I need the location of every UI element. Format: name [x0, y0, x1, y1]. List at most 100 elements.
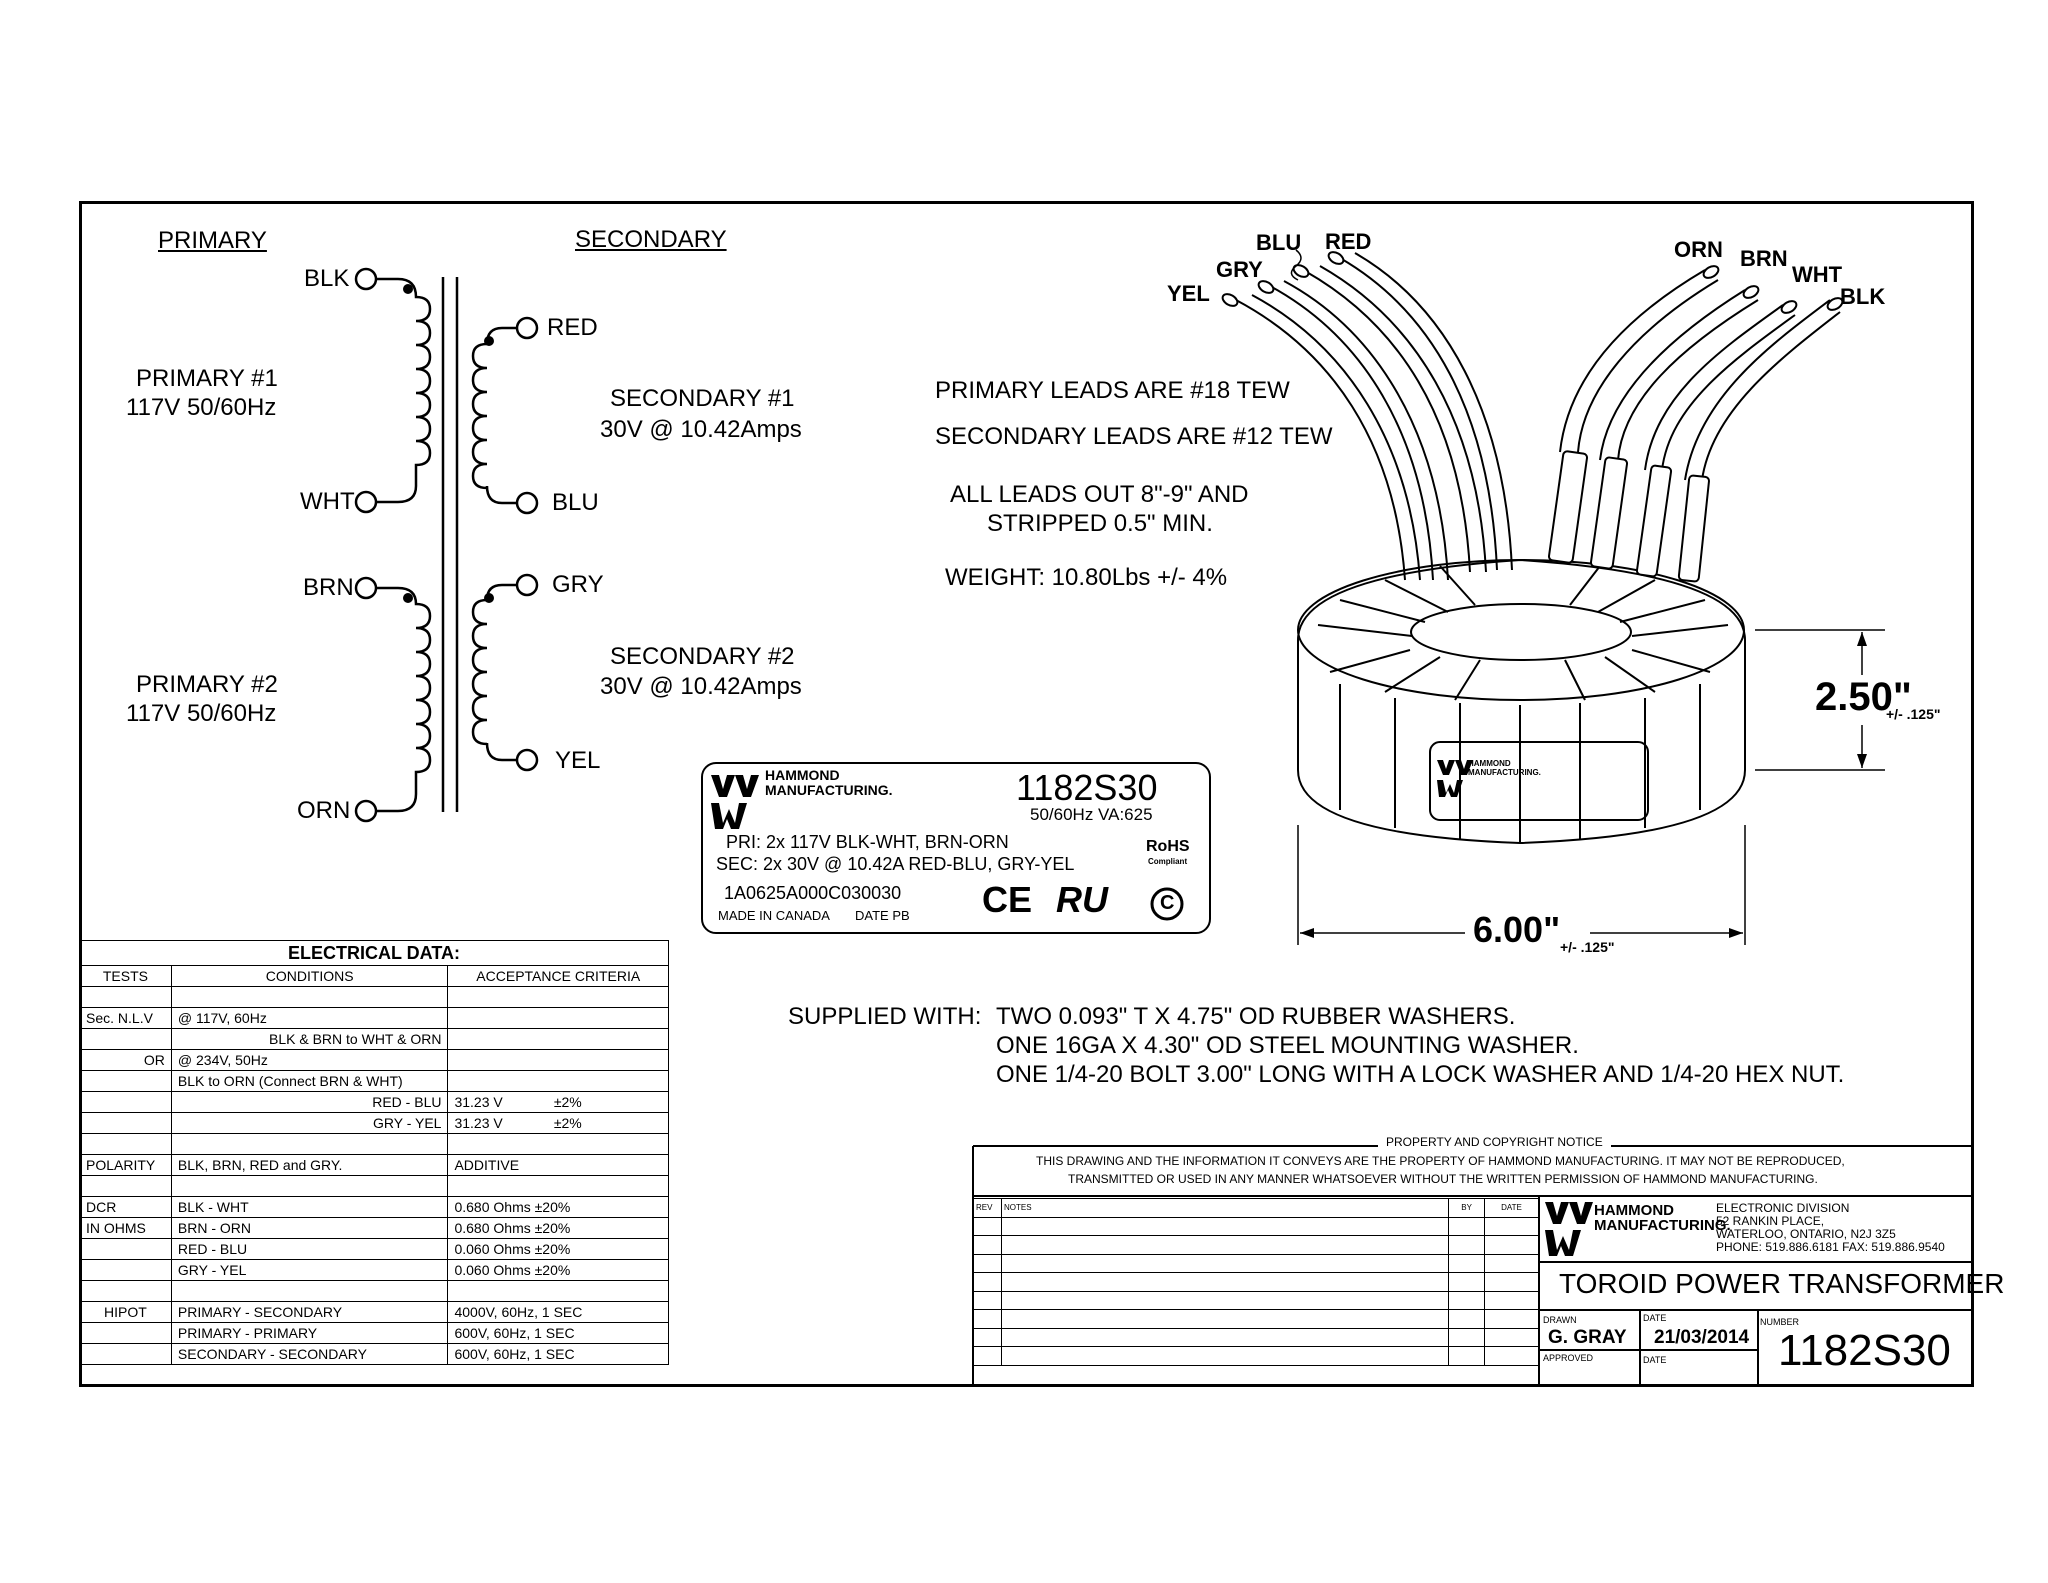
notice-line1: THIS DRAWING AND THE INFORMATION IT CONV…	[1036, 1154, 1845, 1168]
table-row	[79, 1175, 669, 1197]
terminal-label-wht: WHT	[300, 488, 355, 515]
electrical-data-table: ELECTRICAL DATA: TESTS CONDITIONS ACCEPT…	[79, 940, 669, 1365]
supplied-line2: ONE 16GA X 4.30" OD STEEL MOUNTING WASHE…	[996, 1032, 1579, 1059]
revision-cell	[1000, 1290, 1450, 1310]
plate-made-in: MADE IN CANADA	[718, 908, 830, 923]
primary1-rating: 117V 50/60Hz	[126, 394, 277, 421]
col-tests: TESTS	[79, 965, 172, 987]
rohs-sub: Compliant	[1148, 857, 1188, 866]
primary1-coil	[373, 277, 432, 504]
plate-pri: PRI: 2x 117V BLK-WHT, BRN-ORN	[726, 832, 1009, 852]
drawing-number: 1182S30	[1778, 1326, 1951, 1375]
test-cell	[79, 1028, 172, 1050]
lead-blk	[1684, 299, 1831, 481]
criteria-cell	[447, 1280, 669, 1302]
lead-label-red: RED	[1325, 229, 1372, 254]
number-label: NUMBER	[1760, 1317, 1800, 1327]
toroid-hole	[1410, 603, 1632, 661]
criteria-cell	[447, 1175, 669, 1197]
notes-col: NOTES	[1000, 1198, 1450, 1218]
title-block: PROPERTY AND COPYRIGHT NOTICE THIS DRAWI…	[973, 1136, 2004, 1387]
condition-cell	[170, 1175, 449, 1197]
criteria-cell: 600V, 60Hz, 1 SEC	[447, 1322, 669, 1344]
width-tolerance: +/- .125"	[1560, 939, 1615, 955]
test-cell	[79, 1091, 172, 1113]
test-cell	[79, 1322, 172, 1344]
test-cell: DCR	[79, 1196, 172, 1218]
test-cell: HIPOT	[79, 1301, 172, 1323]
table-row: OR@ 234V, 50Hz	[79, 1049, 669, 1071]
criteria-cell: 31.23 V	[447, 1112, 548, 1134]
revision-cell	[1448, 1235, 1486, 1255]
lead-red	[1339, 257, 1498, 571]
revision-cell	[1484, 1272, 1539, 1292]
primary2-rating: 117V 50/60Hz	[126, 700, 277, 727]
revision-row	[973, 1235, 1539, 1255]
revision-cell	[1484, 1235, 1539, 1255]
date2-label: DATE	[1643, 1355, 1667, 1365]
criteria-cell: 4000V, 60Hz, 1 SEC	[447, 1301, 669, 1323]
test-cell	[79, 1343, 172, 1365]
revision-cell	[1000, 1346, 1450, 1366]
revision-cell	[1484, 1216, 1539, 1236]
secondary2-coil	[471, 583, 517, 762]
condition-cell: GRY - YEL	[170, 1112, 449, 1134]
revision-cell	[1000, 1309, 1450, 1329]
table-row	[79, 1280, 669, 1302]
lead-gry	[1269, 285, 1434, 581]
revision-cell	[1000, 1253, 1450, 1273]
revision-cell	[1448, 1290, 1486, 1310]
test-cell: OR	[79, 1049, 172, 1071]
secondary-heading: SECONDARY	[575, 226, 727, 253]
titleblock-logo-icon	[1545, 1202, 1593, 1224]
tb-division: ELECTRONIC DIVISION	[1716, 1201, 1850, 1215]
revision-cell	[1484, 1290, 1539, 1310]
lead-label-orn: ORN	[1674, 237, 1723, 262]
lead-label-blk: BLK	[1840, 284, 1886, 309]
terminal-label-blu: BLU	[552, 489, 599, 516]
note-secondary-leads: SECONDARY LEADS ARE #12 TEW	[935, 423, 1333, 450]
terminal-label-gry: GRY	[552, 571, 604, 598]
height-tolerance: +/- .125"	[1886, 706, 1941, 722]
test-cell	[79, 1175, 172, 1197]
criteria-cell	[447, 1007, 669, 1029]
revision-cell	[973, 1290, 1002, 1310]
condition-cell: GRY - YEL	[170, 1259, 449, 1281]
electrical-title: ELECTRICAL DATA:	[79, 940, 669, 966]
date-col: DATE	[1484, 1198, 1539, 1218]
drawing-border	[79, 201, 1974, 1387]
criteria-cell: 31.23 V	[447, 1091, 548, 1113]
revision-cell	[973, 1309, 1002, 1329]
table-row	[79, 986, 669, 1008]
revision-row	[973, 1216, 1539, 1236]
terminal-label-blk: BLK	[304, 265, 350, 292]
terminal-blk	[354, 267, 378, 291]
lead-brn	[1599, 289, 1746, 461]
lead-wht	[1644, 304, 1784, 471]
notice-line2: TRANSMITTED OR USED IN ANY MANNER WHATSO…	[1068, 1172, 1818, 1186]
primary1-name: PRIMARY #1	[136, 365, 278, 392]
note-primary-leads: PRIMARY LEADS ARE #18 TEW	[935, 377, 1290, 404]
primary2-coil	[373, 586, 432, 813]
primary2-name: PRIMARY #2	[136, 671, 278, 698]
hammond-logo-icon	[711, 775, 759, 797]
condition-cell	[170, 1133, 449, 1155]
test-cell	[79, 1133, 172, 1155]
condition-cell: @ 117V, 60Hz	[170, 1007, 449, 1029]
rohs-mark: RoHS	[1146, 838, 1190, 855]
csa-mark-icon: C	[1160, 892, 1175, 914]
csa-mark-ring	[1150, 887, 1184, 921]
terminal-blu	[515, 491, 539, 515]
polarity-dot	[484, 593, 494, 603]
tb-address2: WATERLOO, ONTARIO, N2J 3Z5	[1716, 1227, 1896, 1241]
plate-brand-line2: MANUFACTURING.	[765, 782, 893, 798]
revision-cell	[973, 1253, 1002, 1273]
tolerance-cell: ±2%	[547, 1091, 669, 1113]
